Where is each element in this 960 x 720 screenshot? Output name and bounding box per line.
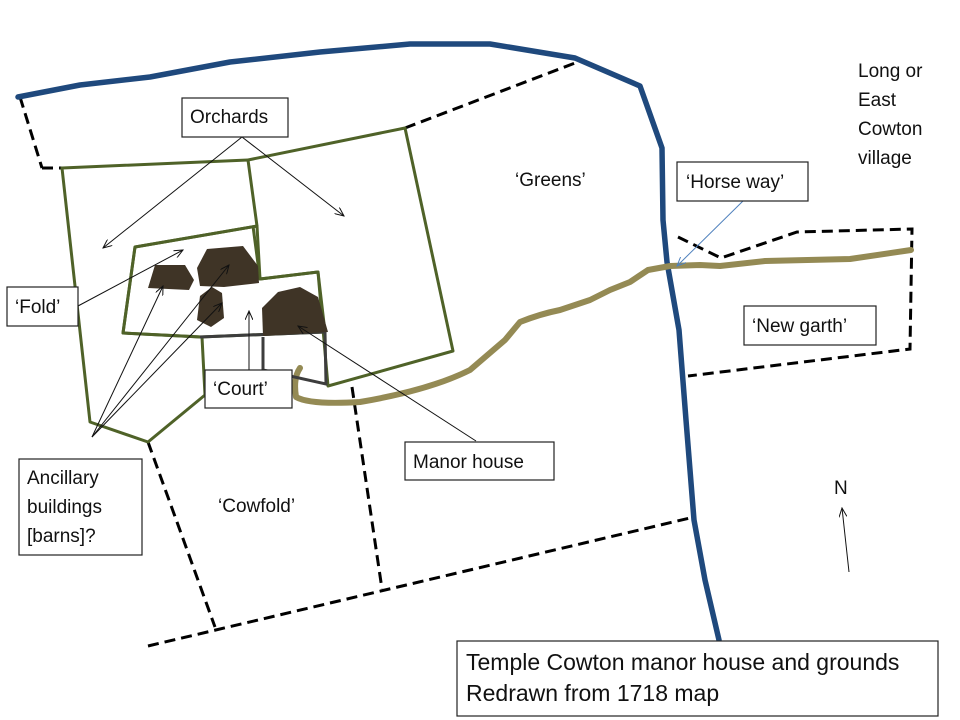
label-village: Long or East Cowton village [858, 61, 923, 169]
north-arrow-icon [842, 508, 850, 573]
fold-arrow [77, 250, 183, 307]
svg-text:‘New garth’: ‘New garth’ [752, 316, 847, 337]
boundary-cowfold-mid [350, 386, 384, 590]
orchards-arrow-west [103, 136, 243, 248]
building-barn-west [148, 265, 194, 290]
boundary-new-garth [677, 227, 914, 378]
leader-arrows [77, 136, 850, 573]
label-manor-house: Manor house [404, 441, 555, 481]
dashed-boundaries [18, 61, 914, 648]
boundary-south [147, 516, 691, 648]
svg-text:Long or: Long or [858, 61, 923, 82]
label-ancillary-buildings: Ancillary buildings [barns]? [18, 458, 143, 556]
svg-text:Ancillary: Ancillary [27, 468, 99, 489]
label-north: N [834, 478, 848, 499]
svg-text:Orchards: Orchards [190, 107, 268, 128]
boundary-cowfold-west [146, 441, 217, 628]
enclosure-fold [121, 224, 327, 339]
svg-text:[barns]?: [barns]? [27, 526, 96, 547]
svg-text:village: village [858, 148, 912, 169]
svg-text:buildings: buildings [27, 497, 102, 518]
caption-title: Temple Cowton manor house and grounds [466, 649, 899, 675]
buildings [148, 246, 328, 336]
building-barn-south [197, 287, 224, 327]
building-manor-house [262, 287, 328, 336]
label-orchards: Orchards [181, 97, 289, 138]
svg-text:East: East [858, 90, 897, 111]
enclosures [60, 126, 455, 444]
svg-text:‘Court’: ‘Court’ [213, 379, 268, 400]
label-new-garth: ‘New garth’ [743, 305, 877, 346]
river [15, 41, 722, 643]
label-cowfold: ‘Cowfold’ [218, 496, 295, 517]
svg-text:Cowton: Cowton [858, 119, 922, 140]
horse-way-arrow [677, 199, 745, 266]
ancillary-arrow-2 [91, 265, 229, 438]
horse-way-road [292, 247, 914, 406]
ancillary-arrow-1 [91, 286, 163, 438]
enclosure-east-orchard [247, 126, 455, 388]
manor-house-arrow [298, 326, 477, 442]
orchards-arrow-east [241, 136, 344, 216]
label-court: ‘Court’ [204, 369, 293, 409]
svg-text:‘Horse way’: ‘Horse way’ [686, 172, 784, 193]
svg-text:Manor house: Manor house [413, 452, 524, 473]
label-horse-way: ‘Horse way’ [676, 161, 809, 202]
svg-text:‘Fold’: ‘Fold’ [15, 297, 60, 318]
boundary-north-diagonal [404, 61, 576, 130]
ancillary-arrow-3 [91, 303, 222, 438]
label-fold: ‘Fold’ [6, 286, 79, 327]
label-greens: ‘Greens’ [515, 170, 586, 191]
caption-source: Redrawn from 1718 map [466, 680, 719, 706]
boundary-west [18, 96, 44, 169]
map-caption: Temple Cowton manor house and grounds Re… [456, 640, 939, 717]
